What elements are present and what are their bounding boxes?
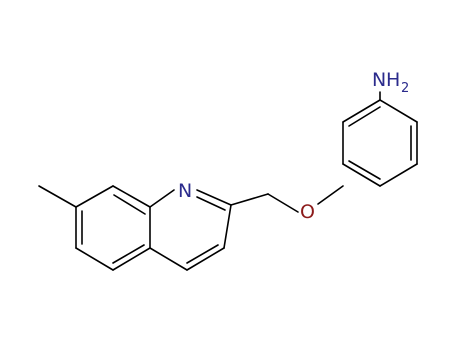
bond xyxy=(113,194,146,215)
bond xyxy=(342,163,381,187)
benzo-ring xyxy=(38,185,151,271)
bond xyxy=(267,193,299,213)
bond xyxy=(186,244,219,264)
bond xyxy=(223,204,232,249)
bond xyxy=(112,247,151,271)
quinoline-nitrogen-label: N xyxy=(178,180,192,202)
bond xyxy=(149,189,175,208)
bond xyxy=(75,185,114,208)
bond xyxy=(75,247,114,271)
bond xyxy=(317,185,344,205)
bond xyxy=(342,99,381,123)
pyridine-ring xyxy=(149,189,232,271)
bond xyxy=(379,99,418,123)
bond xyxy=(379,163,418,187)
bond xyxy=(112,185,151,208)
bond xyxy=(186,247,225,271)
bond xyxy=(230,193,269,206)
aniline-ring xyxy=(342,99,418,187)
linker-bonds xyxy=(230,91,381,213)
bond xyxy=(196,196,226,211)
amine-hydrogen-label: H xyxy=(386,69,400,91)
bond xyxy=(196,189,232,206)
bond xyxy=(149,247,188,271)
ether-oxygen-label: O xyxy=(300,201,315,223)
bond xyxy=(348,106,381,127)
amine-hydrogen-count: 2 xyxy=(401,81,409,96)
bond xyxy=(38,185,77,208)
amine-nitrogen-label: N xyxy=(372,69,386,91)
bond xyxy=(112,244,145,264)
bond xyxy=(348,160,381,180)
